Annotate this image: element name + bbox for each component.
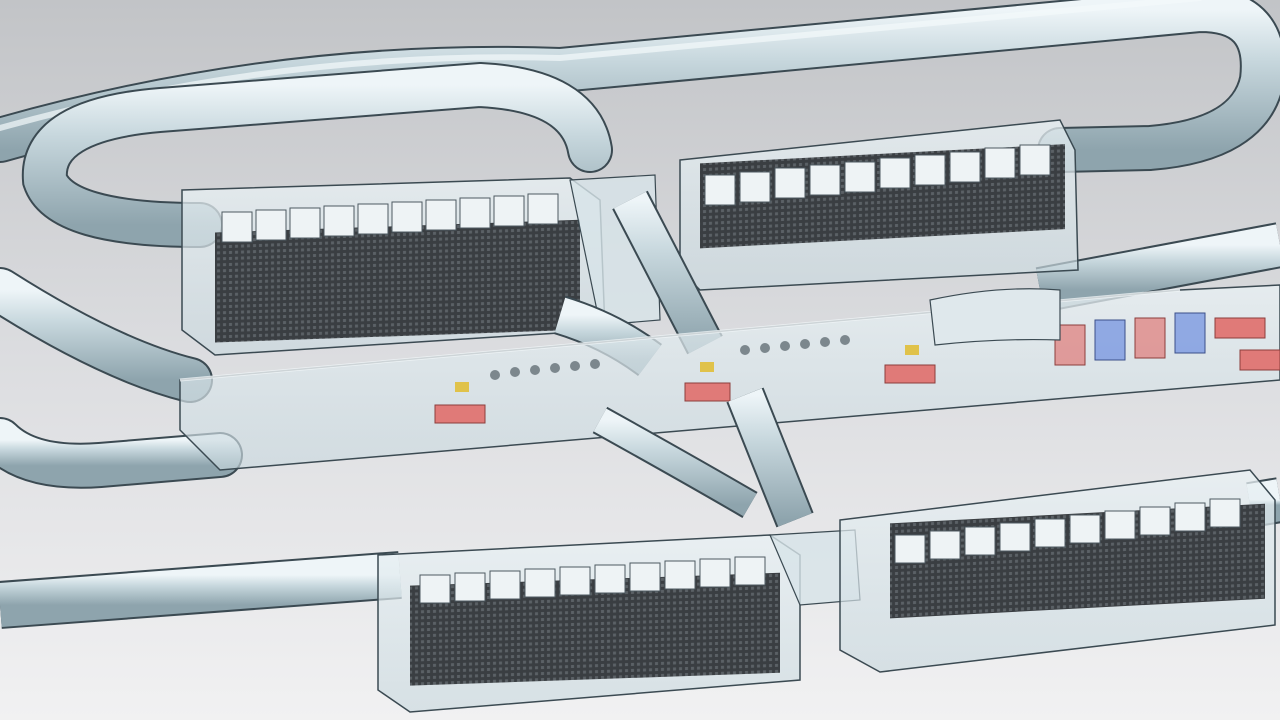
rack-units-lower-left	[419, 556, 766, 604]
access-tunnel-left[interactable]	[0, 267, 243, 489]
cavern-upper-left[interactable]	[181, 177, 606, 356]
cavern-upper-right[interactable]	[679, 119, 1079, 291]
rack-units-upper-right	[704, 144, 1051, 206]
rack-units-upper-left	[221, 193, 559, 243]
cavern-lower-left[interactable]	[377, 534, 801, 713]
access-tunnel-bottom-left[interactable]	[0, 551, 402, 629]
loop-tunnel-left[interactable]	[21, 61, 613, 248]
hall-end-vessel[interactable]	[929, 288, 1061, 346]
diagonal-shaft-lower[interactable]	[592, 387, 814, 528]
rack-units-lower-right	[894, 498, 1241, 564]
cavern-lower-right[interactable]	[839, 469, 1276, 673]
